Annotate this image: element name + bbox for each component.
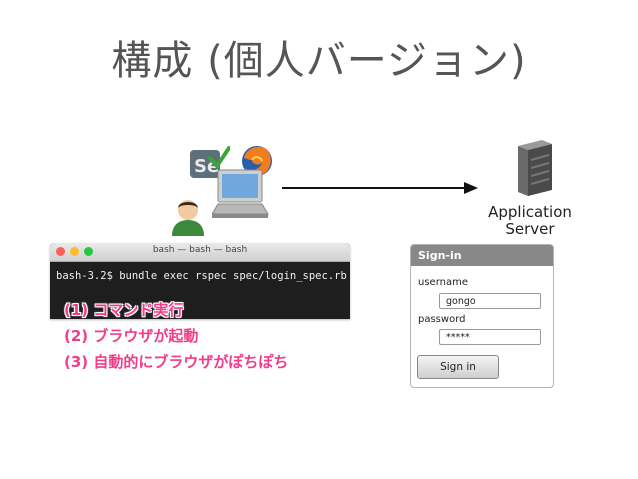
terminal-titlebar: bash — bash — bash	[50, 243, 350, 262]
user-icon	[170, 196, 206, 240]
signin-header: Sign-in	[411, 245, 553, 266]
laptop-icon	[212, 168, 270, 226]
username-field[interactable]: gongo	[439, 293, 541, 309]
server-label-line1: Application	[470, 204, 590, 221]
server-label-line2: Server	[470, 221, 590, 238]
username-label: username	[418, 277, 468, 288]
step-3: (3) 自動的にブラウザがぽちぽち	[64, 349, 288, 375]
password-label: password	[418, 314, 465, 325]
step-1: (1) コマンド実行	[64, 297, 288, 323]
server-label: Application Server	[470, 204, 590, 238]
steps-list: (1) コマンド実行 (2) ブラウザが起動 (3) 自動的にブラウザがぽちぽち	[64, 297, 288, 375]
signin-button[interactable]: Sign in	[417, 355, 499, 379]
terminal-command: bash-3.2$ bundle exec rspec spec/login_s…	[56, 270, 347, 282]
terminal-title: bash — bash — bash	[50, 245, 350, 255]
client-group: Se	[168, 140, 278, 240]
server-icon	[512, 140, 556, 202]
password-field[interactable]: *****	[439, 329, 541, 345]
step-2: (2) ブラウザが起動	[64, 323, 288, 349]
signin-form: Sign-in username gongo password ***** Si…	[410, 244, 554, 388]
